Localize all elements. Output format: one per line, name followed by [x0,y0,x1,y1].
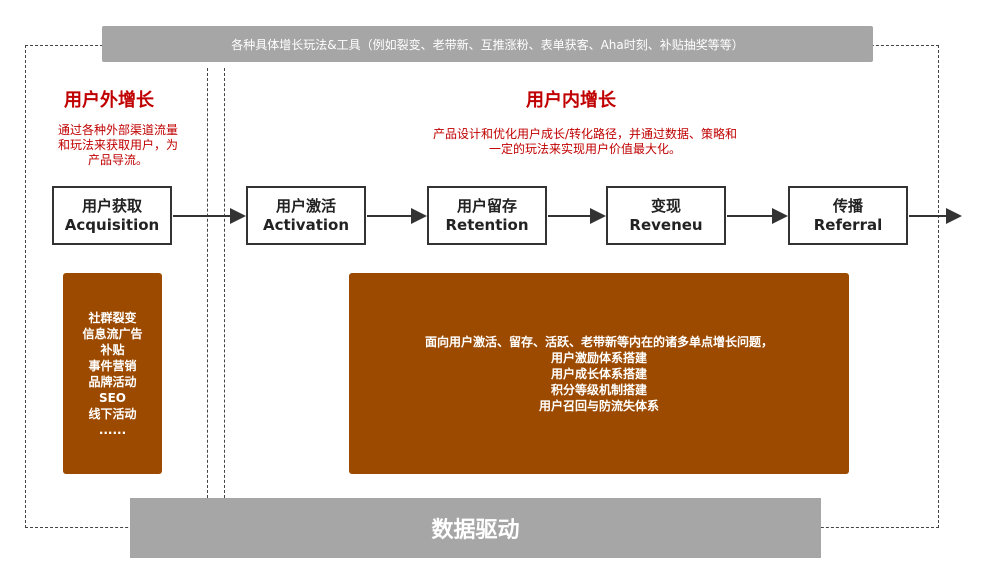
stage-acquisition: 用户获取 Acquisition [52,186,172,245]
stage-referral: 传播 Referral [788,186,908,245]
section-divider-inner [224,68,225,498]
detail-item: 用户召回与防流失体系 [538,398,659,413]
tactic-item: 事件营销 [88,358,137,373]
stage-en-label: Activation [262,215,349,234]
internal-desc-line: 产品设计和优化用户成长/转化路径，并通过数据、策略和 [432,127,738,141]
stage-cn-label: 传播 [832,196,863,215]
stage-cn-label: 用户获取 [81,196,142,215]
tactic-item: 社群裂变 [88,310,137,325]
internal-details-box: 面向用户激活、留存、活跃、老带新等内在的诸多单点增长问题， 用户激励体系搭建 用… [349,273,849,474]
stage-retention: 用户留存 Retention [427,186,547,245]
stage-en-label: Referral [813,215,883,234]
tactic-item: SEO [98,390,127,405]
detail-item: 用户激励体系搭建 [550,350,647,365]
data-driven-bar: 数据驱动 [130,498,821,558]
tactic-item: 补贴 [100,342,125,357]
detail-item: 面向用户激活、留存、活跃、老带新等内在的诸多单点增长问题， [424,334,773,349]
external-growth-desc: 通过各种外部渠道流量和玩法来获取用户，为产品导流。 [57,123,178,167]
stage-activation: 用户激活 Activation [246,186,366,245]
stage-cn-label: 变现 [650,196,681,215]
tactic-item: ...... [98,422,127,437]
stage-en-label: Acquisition [64,215,160,234]
tactic-item: 线下活动 [88,406,137,421]
internal-growth-desc: 产品设计和优化用户成长/转化路径，并通过数据、策略和 一定的玩法来实现用户价值最… [400,127,770,157]
stage-cn-label: 用户激活 [275,196,336,215]
stage-revenue: 变现 Reveneu [606,186,726,245]
external-tactics-box: 社群裂变 信息流广告 补贴 事件营销 品牌活动 SEO 线下活动 ...... [63,273,162,474]
detail-item: 用户成长体系搭建 [550,366,647,381]
stage-en-label: Reveneu [629,215,703,234]
tools-banner: 各种具体增长玩法&工具（例如裂变、老带新、互推涨粉、表单获客、Aha时刻、补贴抽… [102,26,873,62]
section-divider [207,68,208,498]
external-growth-title: 用户外增长 [64,90,154,111]
stage-en-label: Retention [445,215,529,234]
internal-growth-title: 用户内增长 [526,90,616,111]
stage-cn-label: 用户留存 [456,196,517,215]
detail-item: 积分等级机制搭建 [550,382,647,397]
tactic-item: 品牌活动 [88,374,137,389]
internal-desc-line: 一定的玩法来实现用户价值最大化。 [488,142,681,156]
tactic-item: 信息流广告 [82,326,143,341]
